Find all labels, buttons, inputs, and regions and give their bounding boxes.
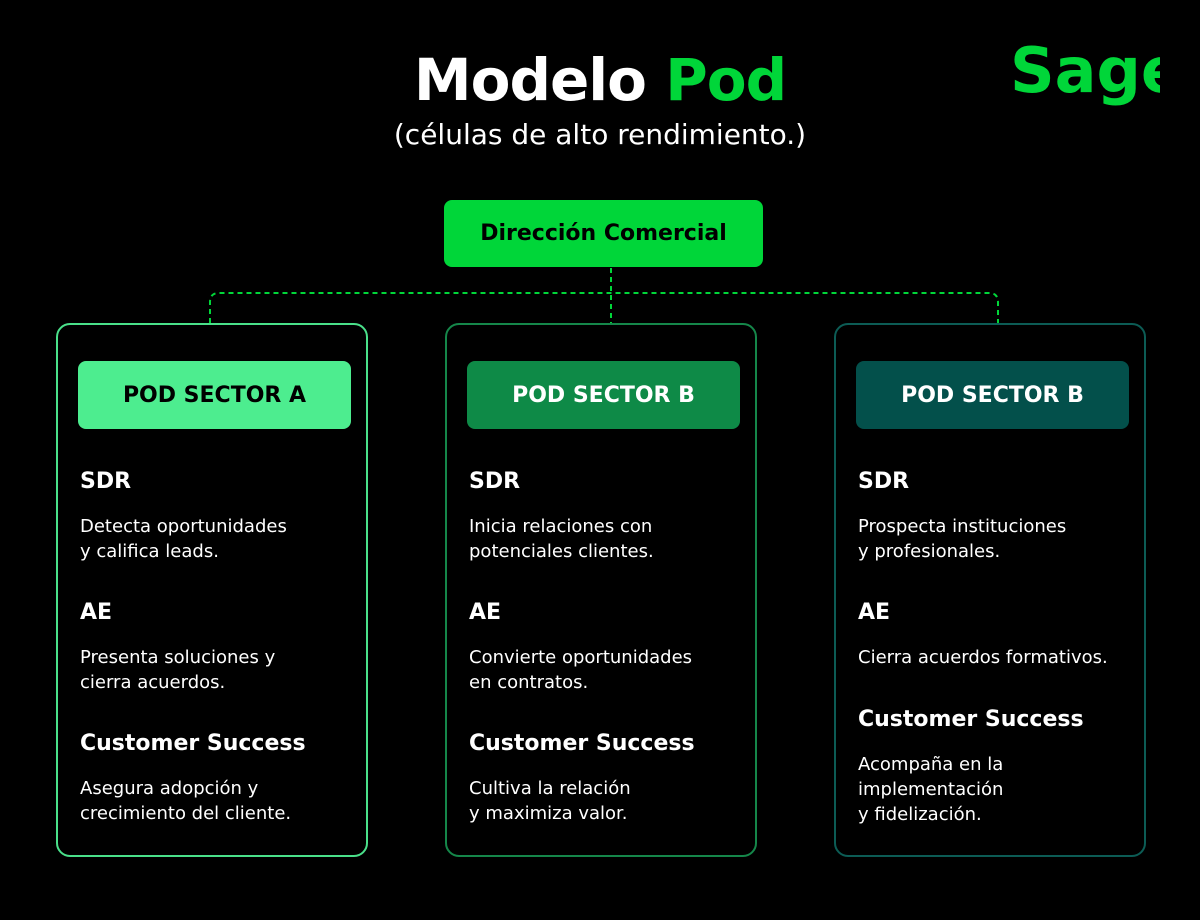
role-description: Acompaña en la implementación y fideliza… xyxy=(858,754,1004,825)
title-main: Modelo xyxy=(413,46,647,114)
sage-logo: Sage xyxy=(1010,34,1160,107)
role-title: SDR xyxy=(80,469,132,494)
role-description: Presenta soluciones y cierra acuerdos. xyxy=(80,647,276,693)
role-description: Prospecta instituciones y profesionales. xyxy=(858,516,1067,562)
pod-header: POD SECTOR B xyxy=(467,361,740,429)
pod-header: POD SECTOR B xyxy=(856,361,1129,429)
role-title: Customer Success xyxy=(858,707,1084,732)
pod-header: POD SECTOR A xyxy=(78,361,351,429)
role-title: Customer Success xyxy=(469,731,695,756)
role-description: Cultiva la relación y maximiza valor. xyxy=(469,778,631,824)
role-title: AE xyxy=(469,600,502,625)
role-description: Cierra acuerdos formativos. xyxy=(858,647,1108,668)
role-title: Customer Success xyxy=(80,731,306,756)
role-title: SDR xyxy=(858,469,910,494)
root-node-label: Dirección Comercial xyxy=(480,221,727,246)
page-title: Modelo Pod xyxy=(0,46,1200,114)
pod-card-sector-b: POD SECTOR B SDR Inicia relaciones con p… xyxy=(445,323,757,857)
role-title: AE xyxy=(858,600,891,625)
connector-horizontal xyxy=(209,292,999,323)
page-subtitle: (células de alto rendimiento.) xyxy=(393,118,807,151)
sage-logo-text: Sage xyxy=(1010,34,1160,107)
role-description: Detecta oportunidades y califica leads. xyxy=(80,516,287,562)
role-description: Asegura adopción y crecimiento del clien… xyxy=(80,778,292,824)
title-accent: Pod xyxy=(665,46,787,114)
pod-card-sector-a: POD SECTOR A SDR Detecta oportunidades y… xyxy=(56,323,368,857)
role-title: AE xyxy=(80,600,113,625)
role-description: Inicia relaciones con potenciales client… xyxy=(469,516,654,562)
role-title: SDR xyxy=(469,469,521,494)
pod-card-sector-b-2: POD SECTOR B SDR Prospecta instituciones… xyxy=(834,323,1146,857)
root-node-direccion-comercial: Dirección Comercial xyxy=(444,200,763,267)
role-description: Convierte oportunidades en contratos. xyxy=(469,647,693,693)
